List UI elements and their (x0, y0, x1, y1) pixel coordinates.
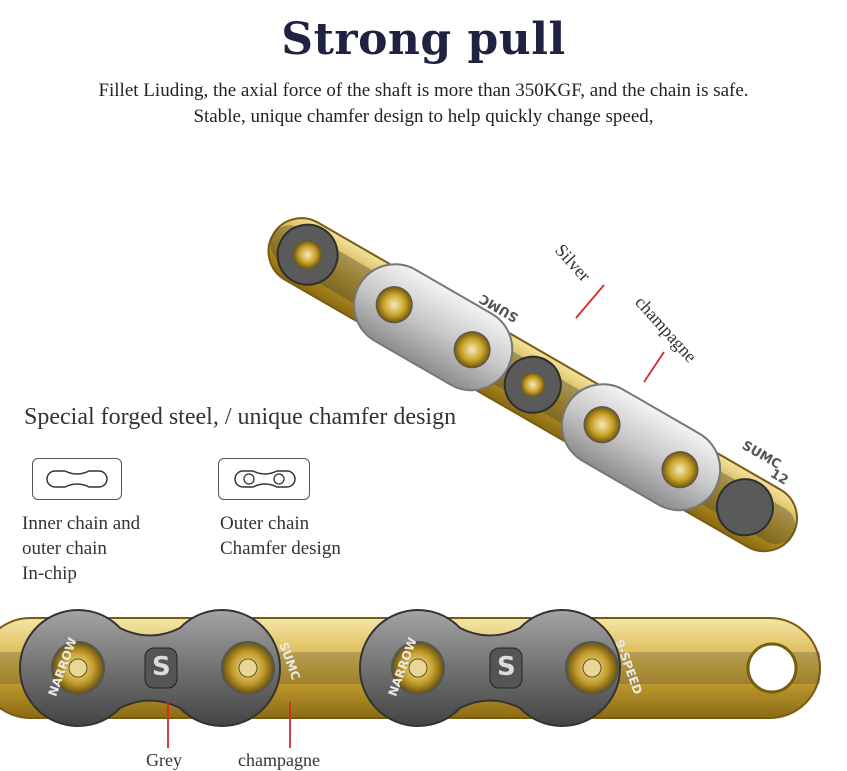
logo-s-letter-2: S (497, 652, 516, 682)
caption-line: In-chip (22, 563, 77, 584)
chamfer-chain-icon-box (218, 458, 310, 500)
caption-line: Inner chain and (22, 513, 141, 534)
chamfer-link-icon (234, 470, 296, 488)
chain-link-icon (46, 470, 108, 488)
subtitle-line-2: Stable, unique chamfer design to help qu… (193, 106, 654, 127)
caption-line: Outer chain (220, 513, 310, 534)
caption-line: outer chain (22, 538, 107, 559)
inner-outer-chain-icon-box (32, 458, 122, 500)
caption-line: Chamfer design (220, 538, 341, 559)
lower-chain-image (0, 609, 821, 748)
logo-s-letter-1: S (152, 652, 171, 682)
grey-callout-label: Grey (146, 750, 182, 770)
chamfer-caption: Outer chain Chamfer design (220, 511, 341, 561)
feature-heading: Special forged steel, / unique chamfer d… (24, 404, 457, 430)
inner-outer-caption: Inner chain and outer chain In-chip (22, 511, 140, 586)
champagne-callout-label-lower: champagne (238, 750, 320, 770)
page-title: Strong pull (281, 14, 566, 65)
subtitle-line-1: Fillet Liuding, the axial force of the s… (98, 80, 749, 101)
